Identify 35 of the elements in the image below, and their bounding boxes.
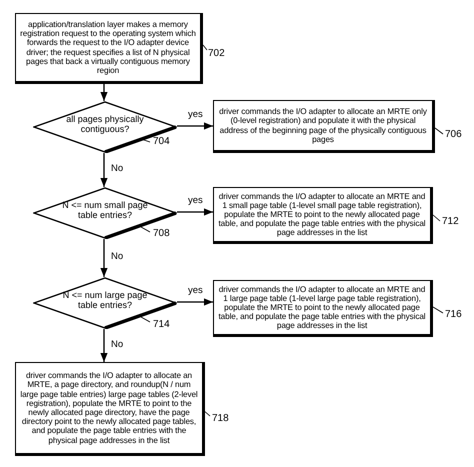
arrow (177, 208, 213, 216)
arrow (100, 84, 108, 101)
edge-label: No (110, 163, 124, 174)
reference-number: 702 (208, 48, 225, 59)
decision-diamond (33, 187, 177, 239)
arrow (100, 329, 108, 362)
node-text: driver commands the I/O adapter to allocate an MRTE, a page directory, and roundup(N / num large page table entries) large page tables (2-level registration), populate the MRTE to point to the newly allocated page directory, have the page directory point to the newly allocated page tables, and populate the page table entries with the physical page addresses in the list (19, 371, 199, 445)
node-text: driver commands the I/O adapter to allocate an MRTE and 1 large page table (1-level large page table registration), populate the MRTE to point to the newly allocated page table, and populate the page table entries with the physical page addresses in the list (217, 284, 427, 330)
node-text: driver commands the I/O adapter to allocate an MRTE and 1 small page table (1-level small page table registration), populate the MRTE to point to the newly allocated page table, and populate the page table entries with the physical page addresses in the list (217, 192, 427, 238)
edge-label: yes (187, 109, 204, 120)
process-box (213, 280, 433, 337)
reference-number: 712 (442, 216, 459, 227)
arrow (177, 298, 213, 306)
arrow (100, 153, 108, 187)
arrow (100, 239, 108, 277)
reference-number: 716 (445, 309, 462, 320)
decision-diamond (33, 101, 177, 153)
process-box (213, 100, 435, 153)
arrow (177, 122, 213, 130)
decision-diamond (33, 277, 177, 329)
process-box (15, 362, 205, 456)
reference-number: 704 (153, 136, 170, 147)
process-box (15, 13, 203, 84)
node-text: all pages physically contiguous? (65, 114, 145, 134)
reference-number: 714 (153, 319, 170, 330)
edge-label: No (110, 251, 124, 262)
process-box (213, 187, 433, 244)
node-text: driver commands the I/O adapter to allocate an MRTE only (0-level registration) and populate it with the physical address of the beginning page of the physically contiguous pages (218, 107, 428, 144)
reference-number: 708 (153, 228, 170, 239)
edge-label: No (110, 338, 124, 350)
edge-label: yes (187, 285, 204, 296)
reference-number: 706 (445, 129, 462, 140)
edge-label: yes (187, 195, 204, 206)
node-text: application/translation layer makes a memory registration request to the operating system which forwards the request to the I/O adapter device driver; the request specifies a list of N physical pages that back a virtually contiguous memory region (19, 20, 197, 76)
reference-number: 718 (212, 413, 229, 424)
